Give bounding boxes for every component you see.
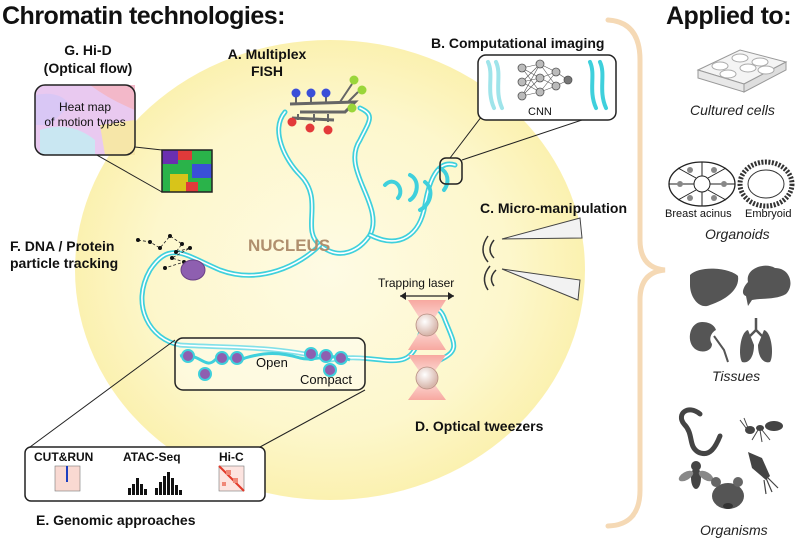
hid-patch bbox=[161, 149, 213, 193]
imaging-fragments bbox=[383, 166, 450, 212]
lungs-icon bbox=[740, 318, 772, 363]
tweezers-title: D. Optical tweezers bbox=[415, 418, 544, 434]
hid-heatmap bbox=[34, 84, 136, 156]
tracking-title-1: F. DNA / Protein bbox=[10, 238, 115, 254]
open-label: Open bbox=[256, 355, 288, 370]
trapping-laser-label: Trapping laser bbox=[378, 276, 455, 290]
organisms-label: Organisms bbox=[700, 522, 768, 538]
particle-tracks bbox=[136, 234, 206, 281]
atac-label: ATAC-Seq bbox=[123, 450, 181, 464]
imaging-box bbox=[477, 54, 617, 121]
mouse-icon bbox=[711, 477, 744, 509]
genomic-callout-line bbox=[29, 339, 176, 448]
hic-label: Hi-C bbox=[219, 450, 244, 464]
compact-label: Compact bbox=[300, 372, 353, 387]
cultured-cells-label: Cultured cells bbox=[690, 102, 775, 118]
liver-icon bbox=[690, 268, 739, 307]
tissues-label: Tissues bbox=[712, 368, 761, 384]
chromatin-detail-box bbox=[174, 337, 366, 391]
fly-icon bbox=[678, 461, 714, 489]
imaging-callout-line bbox=[449, 111, 486, 159]
micromanipulation-title: C. Micro-manipulation bbox=[480, 200, 627, 216]
genomic-callout-line-2 bbox=[259, 389, 366, 448]
fish-title-2: FISH bbox=[251, 63, 283, 79]
genomic-box bbox=[24, 446, 266, 502]
brain-icon bbox=[742, 265, 791, 306]
cnn-label: CNN bbox=[528, 106, 552, 118]
fish-probes bbox=[287, 75, 367, 135]
well-plate-icon bbox=[696, 49, 788, 93]
optical-tweezers bbox=[400, 292, 454, 400]
applied-brace bbox=[605, 17, 666, 529]
left-title: Chromatin technologies: bbox=[2, 2, 285, 30]
embryoid-icon bbox=[737, 159, 795, 209]
imaging-roi-box bbox=[439, 157, 463, 185]
ant-icon bbox=[739, 417, 783, 443]
imaging-title: B. Computational imaging bbox=[431, 35, 605, 51]
squid-icon bbox=[748, 452, 779, 495]
tracking-title-2: particle tracking bbox=[10, 255, 119, 271]
kidney-icon bbox=[689, 322, 729, 363]
embryoid-label: Embryoid bbox=[745, 208, 792, 220]
organoids-label: Organoids bbox=[705, 226, 770, 242]
fish-title-1: A. Multiplex bbox=[227, 46, 307, 62]
heatmap-label-2: of motion types bbox=[44, 115, 126, 129]
worm-icon bbox=[678, 407, 723, 456]
cutrun-label: CUT&RUN bbox=[34, 450, 94, 464]
breast-acinus-icon bbox=[668, 161, 736, 207]
hid-title-2: (Optical flow) bbox=[43, 60, 133, 76]
breast-acinus-label: Breast acinus bbox=[665, 208, 732, 220]
nucleus-label: NUCLEUS bbox=[248, 236, 331, 255]
genomic-title: E. Genomic approaches bbox=[36, 512, 196, 528]
heatmap-label-1: Heat map bbox=[58, 100, 112, 114]
micropipettes bbox=[482, 217, 583, 301]
right-title: Applied to: bbox=[666, 2, 792, 30]
hid-title-1: G. Hi-D bbox=[64, 42, 112, 58]
